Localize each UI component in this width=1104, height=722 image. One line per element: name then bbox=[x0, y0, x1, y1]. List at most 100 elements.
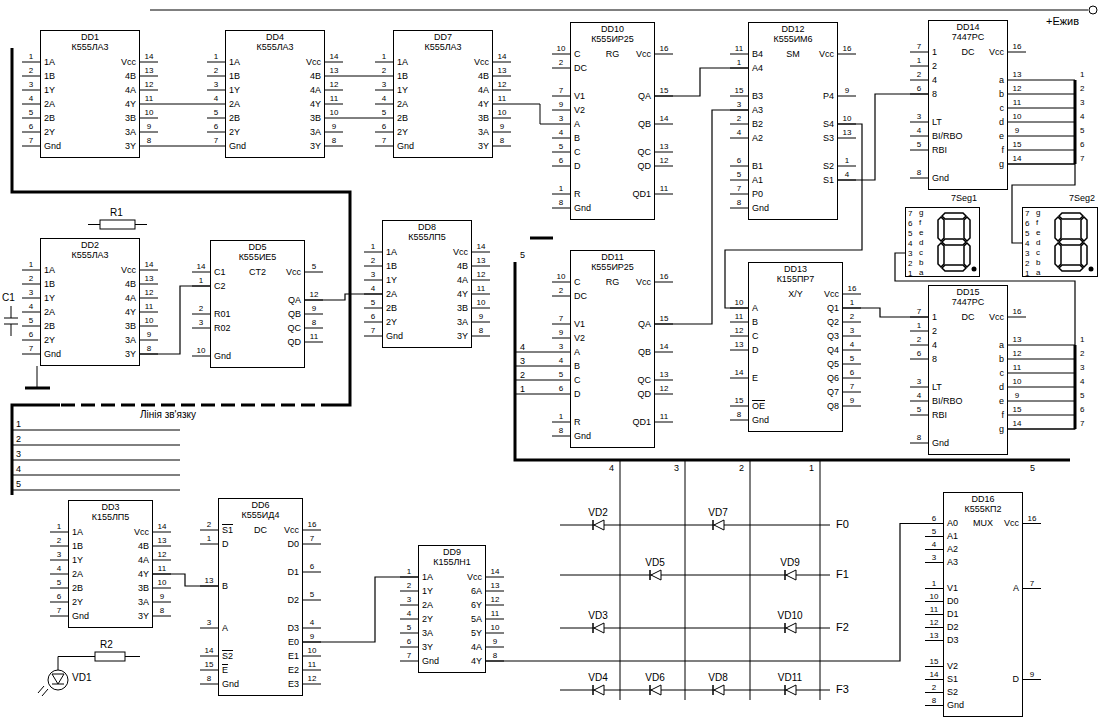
pin-lead bbox=[472, 280, 490, 281]
pin-name: A3 bbox=[752, 105, 763, 116]
pin-name: 4Y bbox=[310, 99, 321, 110]
pin-number: 9 bbox=[1008, 391, 1026, 400]
pin-name: f bbox=[1001, 145, 1004, 156]
pin-number: 8 bbox=[486, 651, 504, 660]
pin-number: 3 bbox=[22, 288, 40, 297]
chip-box: DD147447PCDC1248LTBI/RBORBIGndVccabcdefg bbox=[928, 20, 1008, 190]
pin-number: 15 bbox=[1008, 405, 1026, 414]
resistor-lead bbox=[88, 224, 147, 225]
pin-lead bbox=[1008, 345, 1026, 346]
wire-number: 2 bbox=[16, 434, 21, 445]
pin-number: 14 bbox=[730, 368, 748, 377]
pin-number: 5 bbox=[207, 108, 225, 117]
pin-lead bbox=[910, 122, 928, 123]
signal-wire bbox=[655, 110, 748, 324]
function-symbol: CT2 bbox=[249, 267, 266, 278]
pin-name: A2 bbox=[752, 133, 763, 144]
pin-number: 4 bbox=[22, 302, 40, 311]
segment bbox=[938, 217, 944, 241]
pin-lead bbox=[486, 633, 504, 634]
pin-number: 5 bbox=[305, 262, 323, 271]
pin-name: 1B bbox=[386, 261, 397, 272]
pin-name: 1Y bbox=[229, 85, 240, 96]
diode-symbol bbox=[714, 520, 724, 530]
pin-name: Gnd bbox=[752, 415, 769, 426]
pin-name: D3 bbox=[947, 635, 959, 646]
pin-lead bbox=[22, 326, 40, 327]
pin-lead bbox=[192, 328, 210, 329]
pin-number: 2 bbox=[207, 66, 225, 75]
pin-number: 7 bbox=[207, 136, 225, 145]
diode-symbol bbox=[784, 570, 786, 580]
pin-number: 5 bbox=[730, 170, 748, 179]
pin-lead bbox=[207, 118, 225, 119]
chip-box: DD13К155ПР7X/YABCDEOEGndVccQ1Q2Q3Q4Q5Q6Q… bbox=[748, 262, 843, 432]
pin-lead bbox=[1008, 80, 1026, 81]
pin-number: 5 bbox=[552, 370, 570, 379]
pin-name: 4A bbox=[471, 642, 482, 653]
pin-lead bbox=[153, 560, 171, 561]
pin-number: 10 bbox=[192, 346, 210, 355]
pin-name: R bbox=[574, 189, 581, 200]
chip-designator: DD8 bbox=[418, 222, 436, 233]
pin-lead bbox=[486, 591, 504, 592]
pin-lead bbox=[400, 661, 418, 662]
wire-number: 3 bbox=[1080, 363, 1084, 373]
power-terminal bbox=[1089, 6, 1097, 14]
pin-name: 1A bbox=[397, 57, 408, 68]
pin-lead bbox=[140, 118, 158, 119]
chip-box: DD11К555ИР25RGCDCV1V2ABCDRGndVccQAQBQCQD… bbox=[570, 250, 655, 448]
diode-symbol bbox=[712, 520, 714, 530]
resistor-symbol bbox=[95, 652, 125, 661]
led-symbol bbox=[48, 670, 68, 690]
chip-type: К555ЛА3 bbox=[71, 250, 108, 261]
pin-lead bbox=[50, 532, 68, 533]
pin-name: Q4 bbox=[827, 345, 839, 356]
pin-name: 4B bbox=[457, 261, 468, 272]
segment-pin: c bbox=[1036, 248, 1040, 258]
pin-lead bbox=[655, 166, 673, 167]
pin-name: 2A bbox=[44, 99, 55, 110]
pin-name: 4 bbox=[932, 75, 937, 86]
pin-number: 10 bbox=[153, 578, 171, 587]
pin-number: 5 bbox=[925, 527, 943, 536]
wire bbox=[1026, 345, 1075, 429]
pin-name: QA bbox=[638, 319, 651, 330]
pin-number: 1 bbox=[838, 156, 856, 165]
signal-wire bbox=[838, 94, 928, 180]
pin-name: 1B bbox=[72, 541, 83, 552]
pin-lead bbox=[140, 284, 158, 285]
pin-name: 3Y bbox=[125, 141, 136, 152]
pin-name: S2 bbox=[222, 651, 233, 662]
pin-number: 10 bbox=[552, 44, 570, 53]
pin-name: e bbox=[999, 396, 1004, 407]
pin-lead bbox=[655, 54, 673, 55]
pin-number: 1 bbox=[730, 58, 748, 67]
pin-number: 14 bbox=[472, 242, 490, 251]
chip-designator: DD13 bbox=[784, 264, 807, 275]
pin-number: 4 bbox=[50, 564, 68, 573]
pin-name: 2A bbox=[44, 307, 55, 318]
pin-number: 8 bbox=[140, 136, 158, 145]
function-output: F2 bbox=[836, 621, 849, 634]
pin-number: 12 bbox=[153, 550, 171, 559]
pin-number: 6 bbox=[22, 122, 40, 131]
pin-number: 3 bbox=[400, 595, 418, 604]
function-symbol: MUX bbox=[973, 518, 993, 529]
pin-number: 2 bbox=[925, 683, 943, 692]
pin-number: 1 bbox=[22, 260, 40, 269]
pin-lead bbox=[305, 328, 323, 329]
pin-lead bbox=[552, 380, 570, 381]
pin-lead bbox=[925, 705, 943, 706]
pin-lead bbox=[192, 272, 210, 273]
pin-name: A2 bbox=[947, 544, 958, 555]
pin-number: 2 bbox=[908, 259, 912, 268]
pin-name: B bbox=[222, 581, 228, 592]
pin-lead bbox=[486, 577, 504, 578]
pin-number: 9 bbox=[472, 312, 490, 321]
pin-name: S2 bbox=[823, 161, 834, 172]
component-ref: R1 bbox=[110, 207, 123, 219]
pin-lead bbox=[303, 600, 321, 601]
bus-line bbox=[1074, 80, 1077, 164]
pin-number: 5 bbox=[22, 316, 40, 325]
